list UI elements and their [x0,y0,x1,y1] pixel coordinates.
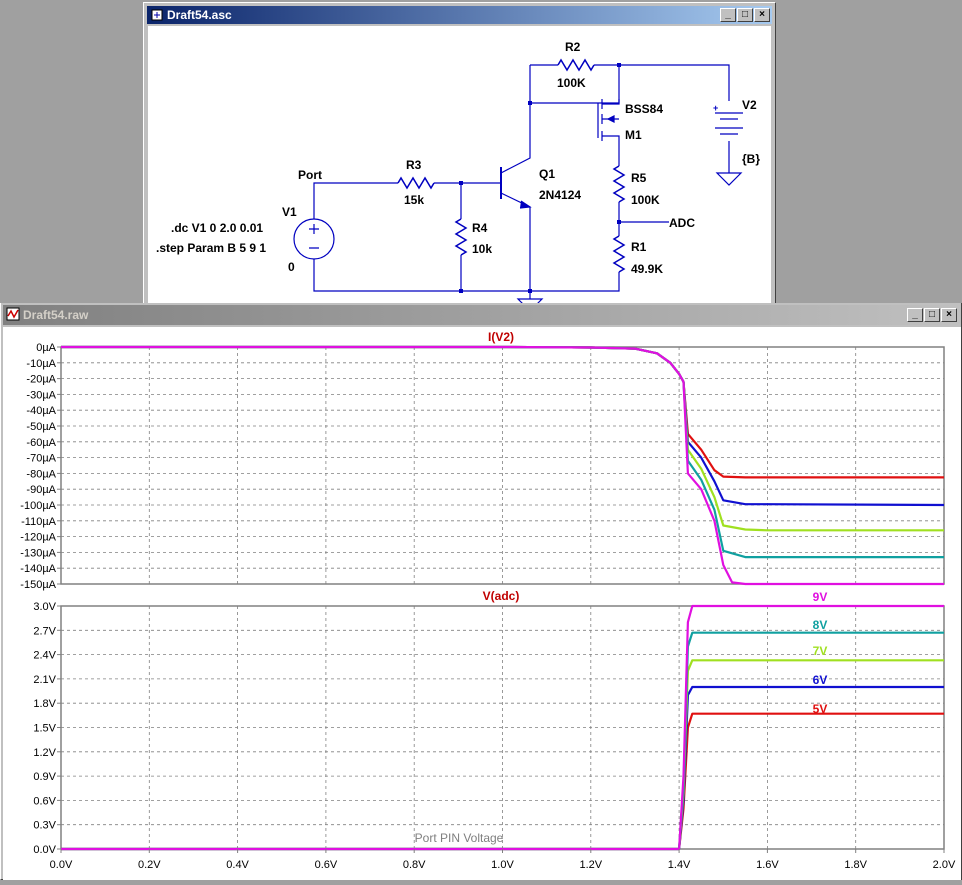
x-tick-label: 1.8V [844,859,867,871]
minimize-button[interactable]: _ [720,8,736,22]
y-tick-label: -40µA [26,405,56,417]
chart-pane-2: 3.0V 2.7V 2.4V 2.1V 1.8V 1.5V 1.2V 0.9V 0.6V 0.3V… [33,589,956,871]
y-tick-label: -10µA [26,358,56,370]
plot-area[interactable]: 0µA -10µA -20µA -30µA -40µA -50µA -60µA -70µA -8… [3,327,961,880]
y-tick-label: -130µA [20,547,56,559]
step-label-7V: 7V [813,644,828,658]
y-tick-label: 3.0V [33,601,56,613]
y-tick-label: -120µA [20,532,56,544]
plot-titlebar[interactable]: Draft54.raw _ □ × [3,305,959,325]
y-tick-label: 1.8V [33,698,56,710]
resistor-r5 [612,165,626,203]
v2-name: V2 [742,98,757,112]
series-line-9V [61,345,944,586]
port-label: Port [298,168,322,182]
m1-name: M1 [625,128,642,142]
x-tick-label: 1.0V [491,859,514,871]
series-line-9V [61,604,944,851]
y-tick-label: 2.7V [33,625,56,637]
y-tick-label: 0.6V [33,795,56,807]
x-tick-label: 0.0V [50,859,73,871]
step-label-9V: 9V [813,590,828,604]
plot-window-title: Draft54.raw [23,308,89,322]
x-tick-label: 1.2V [579,859,602,871]
schematic-titlebar[interactable]: Draft54.asc _ □ × [147,6,772,24]
x-tick-label: 0.4V [226,859,249,871]
v2-value: {B} [742,152,760,166]
r3-name: R3 [406,158,422,172]
r2-name: R2 [565,40,581,54]
waveform-icon [6,307,20,321]
y-tick-label: 0µA [36,342,56,354]
x-tick-label: 0.8V [403,859,426,871]
r5-name: R5 [631,171,647,185]
x-tick-label: 1.4V [668,859,691,871]
adc-net-label: ADC [669,216,695,230]
x-axis-label: Port PIN Voltage [415,831,504,845]
y-tick-label: 2.1V [33,674,56,686]
maximize-button[interactable]: □ [737,8,753,22]
y-tick-label: -20µA [26,374,56,386]
trace-title: V(adc) [483,589,520,603]
y-tick-label: 0.3V [33,820,56,832]
y-tick-label: -110µA [21,516,57,528]
y-tick-label: -140µA [20,563,56,575]
plot-minimize-button[interactable]: _ [907,308,923,322]
x-tick-label: 0.2V [138,859,161,871]
x-tick-label: 1.6V [756,859,779,871]
schematic-window-title: Draft54.asc [167,8,232,22]
v1-name: V1 [282,205,297,219]
r5-value: 100K [631,193,660,207]
plot-frame [60,346,945,585]
r4-name: R4 [472,221,488,235]
resistor-r1 [612,235,626,273]
v1-value: 0 [288,260,295,274]
step-label-6V: 6V [813,673,828,687]
m1-model: BSS84 [625,102,663,116]
r1-value: 49.9K [631,262,663,276]
y-tick-label: -150µA [20,579,56,591]
schematic-drawing: R2 100K BSS84 M1 V2 {B} + Q1 2N4124 R3 1… [156,40,760,312]
spice-directive-step[interactable]: .step Param B 5 9 1 [156,241,266,255]
trace-title: I(V2) [488,330,514,344]
resistor-r4 [454,218,468,256]
plot-maximize-button[interactable]: □ [924,308,940,322]
y-tick-label: -50µA [26,421,56,433]
y-tick-label: -80µA [26,468,56,480]
plot-close-button[interactable]: × [941,308,957,322]
step-label-5V: 5V [813,702,828,716]
y-tick-label: 0.0V [33,844,56,856]
x-tick-label: 0.6V [315,859,338,871]
plot-window[interactable]: Draft54.raw _ □ × 0µA -10µA -20µA -30µA -40µ… [0,303,962,880]
x-tick-label: 2.0V [933,859,956,871]
schematic-window[interactable]: Draft54.asc _ □ × [143,2,776,324]
ground-v2 [715,172,743,186]
q1-model: 2N4124 [539,188,581,202]
spice-directive-dc[interactable]: .dc V1 0 2.0 0.01 [171,221,263,235]
y-tick-label: -100µA [20,500,56,512]
y-tick-label: 1.5V [33,723,56,735]
resistor-r2 [557,58,595,72]
r4-value: 10k [472,242,492,256]
close-button[interactable]: × [754,8,770,22]
r1-name: R1 [631,240,647,254]
y-tick-label: -90µA [26,484,56,496]
y-tick-label: 0.9V [33,771,56,783]
schematic-app-icon [151,9,163,21]
q1-name: Q1 [539,167,555,181]
chart-pane-1: 0µA -10µA -20µA -30µA -40µA -50µA -60µA -70µA -8… [20,330,945,591]
y-tick-label: -70µA [26,453,56,465]
v2-plus: + [713,103,718,113]
step-label-8V: 8V [813,618,828,632]
y-tick-label: 1.2V [33,747,56,759]
y-tick-label: -60µA [26,437,56,449]
r2-value: 100K [557,76,586,90]
waveform-plots[interactable]: 0µA -10µA -20µA -30µA -40µA -50µA -60µA -70µA -8… [3,327,961,880]
series-line-7V [61,659,944,851]
schematic-canvas[interactable]: R2 100K BSS84 M1 V2 {B} + Q1 2N4124 R3 1… [148,26,771,320]
resistor-r3 [397,176,435,190]
r3-value: 15k [404,193,424,207]
y-tick-label: -30µA [26,389,56,401]
y-tick-label: 2.4V [33,650,56,662]
